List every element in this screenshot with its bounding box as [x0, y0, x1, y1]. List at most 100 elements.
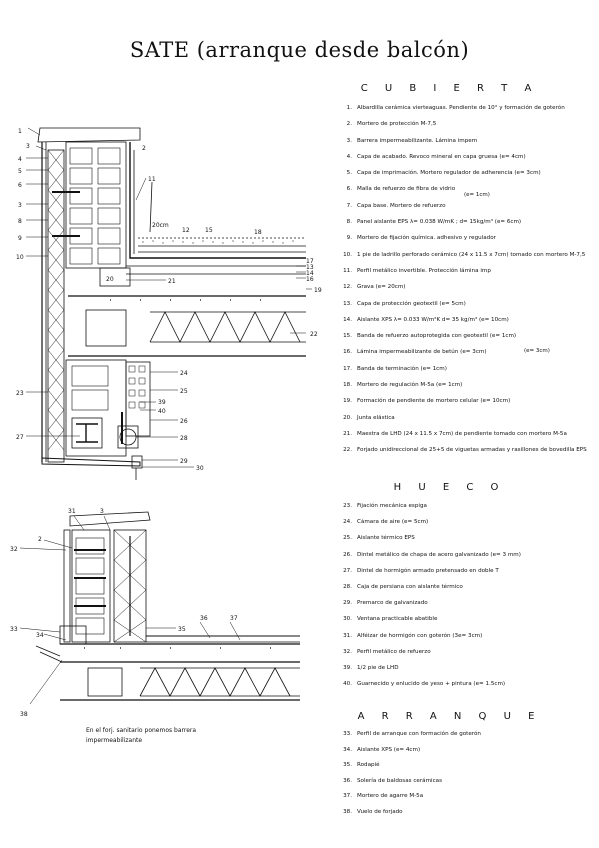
legend-item-text: Malla de refuerzo de fibra de vidrio [357, 186, 456, 193]
arranque-legend-item: 35.Rodapié [341, 758, 596, 774]
hueco-legend-item: 25.Aislante térmico EPS [341, 530, 596, 546]
callout-3: 3 [26, 143, 30, 150]
hueco-legend-item: 24.Cámara de aire (e= 5cm) [341, 514, 596, 530]
legend-item-text: Grava (e= 20cm) [357, 284, 406, 291]
callout-20: 20 [106, 276, 114, 283]
callout-11: 11 [148, 176, 156, 183]
cubierta-legend: 1.Albardilla cerámica vierteaguas. Pendi… [341, 100, 596, 459]
callout-18: 18 [254, 229, 262, 236]
legend-item-text: Perfil metálico de refuerzo [357, 648, 431, 655]
lower-coping [69, 511, 151, 527]
callout-b2: 2 [38, 536, 42, 543]
bracket-note-1: (e= 1cm) [464, 192, 490, 198]
legend-item-text: Ventana practicable abatible [357, 616, 438, 623]
cubierta-legend-item: 19.Formación de pendiente de mortero cel… [341, 393, 596, 409]
lintel-concrete [71, 417, 103, 449]
legend-item-number: 35. [343, 762, 352, 769]
legend-item-text: Dintel de hormigón armado pretensado en … [357, 567, 499, 574]
legend-item-text: Barrera impermeabilizante. Lámina impem [357, 137, 478, 144]
legend-item-number: 21. [343, 430, 352, 437]
hueco-legend-item: 27.Dintel de hormigón armado pretensado … [341, 563, 596, 579]
legend-item-number: 16. [343, 349, 352, 356]
hueco-legend-item: 29. Premarco de galvanizado [341, 595, 596, 611]
legend-item-text: Premarco de galvanizado [357, 600, 428, 607]
window-sill [41, 457, 141, 467]
legend-item-number: 10. [343, 251, 352, 258]
callout-25: 25 [180, 388, 188, 395]
legend-item-text: Capa de imprimación. Mortero regulador d… [357, 170, 541, 177]
sanitary-slab-note: En el forj. sanitario ponemos barrera im… [86, 727, 197, 744]
eps-insulation [47, 149, 65, 463]
legend-item-text: Aislante térmico EPS [357, 535, 415, 542]
slab-truss [149, 311, 306, 343]
lower-truss [139, 667, 300, 697]
legend-item-number: 33. [343, 731, 352, 737]
hueco-legend-item: 30.Ventana practicable abatible [341, 611, 596, 627]
callout-b34: 34 [36, 632, 44, 639]
callout-b35: 35 [178, 626, 186, 633]
window-frame [131, 455, 143, 469]
callout-7: 3 [18, 202, 22, 209]
legend-item-number: 9. [346, 235, 352, 242]
legend-item-number: 23. [343, 503, 352, 509]
drawing-labels: 1 2 3 4 5 6 3 8 9 10 11 12 13 14 15 16 1… [10, 128, 322, 718]
callout-b38: 38 [20, 711, 28, 718]
legend-item-number: 6. [346, 186, 352, 193]
callout-9: 9 [18, 235, 22, 242]
legend-item-number: 37. [343, 793, 352, 800]
legend-item-text: Mortero de fijación química. adhesivo y … [357, 235, 496, 242]
legend-item-number: 13. [343, 300, 352, 307]
callout-27: 27 [16, 434, 24, 441]
callout-b3: 3 [100, 508, 104, 515]
arranque-legend-item: 36.Solería de baldosas cerámicas [341, 774, 596, 790]
callout-26: 26 [180, 418, 188, 425]
callout-15: 15 [205, 227, 213, 234]
cubierta-legend-item: 18. Mortero de regulación M-5a (e= 1cm) [341, 377, 596, 393]
legend-item-number: 17. [343, 365, 352, 372]
arranque-heading: A R R A N Q U E [357, 711, 542, 722]
cubierta-legend-item: 10.1 pie de ladrillo perforado cerámico … [341, 247, 596, 263]
legend-item-text: Solería de baldosas cerámicas [357, 777, 443, 784]
legend-item-number: 39. [343, 664, 352, 671]
cubierta-legend-item: 13.Capa de protección geotextil (e= 5cm) [341, 296, 596, 312]
callout-b36: 36 [200, 615, 208, 622]
legend-item-number: 12. [343, 284, 352, 291]
start-profile [59, 625, 87, 645]
legend-item-number: 28. [343, 583, 352, 590]
legend-item-number: 32. [343, 648, 352, 655]
callout-b37: 37 [230, 615, 238, 622]
arranque-legend-item: 33.Perfil de arranque con formación de g… [341, 727, 596, 743]
waterproof-membrane [129, 142, 306, 259]
arranque-legend-item: 37.Mortero de agarre M-5a [341, 789, 596, 805]
cubierta-legend-item: 15.Banda de refuerzo autoprotegida con g… [341, 328, 596, 344]
legend-item-text: Perfil metálico invertible. Protección l… [357, 267, 491, 274]
brick-parapet [65, 141, 127, 269]
legend-item-number: 7. [346, 202, 352, 209]
callout-13: 13 [306, 264, 314, 271]
callout-22: 22 [310, 331, 318, 338]
arranque-legend: 33.Perfil de arranque con formación de g… [341, 727, 596, 821]
callout-6: 6 [18, 182, 22, 189]
callout-39: 39 [158, 399, 166, 406]
lower-beam [87, 667, 123, 697]
legend-item-text: Aislante XPS (e= 4cm) [357, 746, 421, 753]
legend-item-number: 18. [343, 382, 352, 389]
legend-item-number: 5. [346, 170, 352, 177]
legend-item-number: 22. [343, 447, 352, 454]
legend-item-text: Mortero de regulación M-5a (e= 1cm) [357, 382, 463, 389]
callout-28: 28 [180, 435, 188, 442]
cubierta-legend-item: 22.Forjado unidireccional de 25+5 de vig… [341, 442, 596, 458]
legend-item-number: 8. [346, 219, 352, 226]
legend-item-text: 1/2 pie de LHD [357, 664, 399, 671]
cubierta-legend-item: 3.Barrera impermeabilizante. Lámina impe… [341, 133, 596, 149]
callout-21: 21 [168, 278, 176, 285]
legend-item-text: Aislante XPS λ= 0.033 W/m²K d= 35 kg/m³ … [357, 316, 509, 323]
cubierta-legend-item: 16.Lámina impermeabilizante de betún (e=… [341, 344, 596, 360]
lower-render [63, 529, 71, 643]
legend-item-number: 14. [343, 316, 352, 323]
hueco-legend-item: 40.Guarnecido y enlucido de yeso + pintu… [341, 676, 596, 692]
cubierta-legend-item: 1.Albardilla cerámica vierteaguas. Pendi… [341, 100, 596, 116]
legend-item-number: 29. [343, 600, 352, 607]
callout-16: 16 [306, 276, 314, 283]
